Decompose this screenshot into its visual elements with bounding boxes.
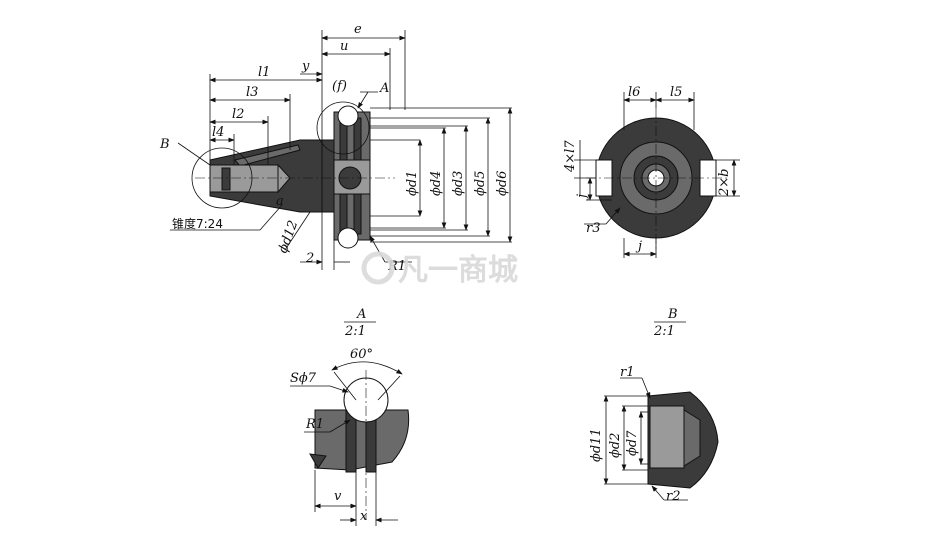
label-l4: l4 bbox=[212, 125, 224, 140]
label-a: a bbox=[276, 194, 284, 209]
watermark-logo bbox=[361, 251, 395, 285]
detail-A-title: A bbox=[356, 307, 366, 322]
label-d1: ϕd1 bbox=[405, 171, 420, 196]
ball-top bbox=[337, 105, 359, 127]
label-r3: r3 bbox=[586, 221, 601, 236]
label-l7: 4×l7 bbox=[563, 140, 578, 173]
dim-arc-60 bbox=[331, 361, 403, 375]
angle-line-left bbox=[333, 371, 357, 401]
label-d12: ϕd12 bbox=[276, 219, 302, 256]
label-y: y bbox=[301, 59, 310, 74]
main-view: e u y l1 l3 l2 l4 (f) A B a 锥度7:24 2 R1 … bbox=[159, 22, 513, 274]
label-e: e bbox=[354, 22, 362, 37]
label-r1: r1 bbox=[620, 365, 635, 380]
label-r2: r2 bbox=[666, 489, 681, 504]
detail-A-circle bbox=[316, 101, 370, 155]
taper-highlight bbox=[234, 144, 301, 167]
leader-S7 bbox=[329, 385, 349, 393]
label-l5: l5 bbox=[670, 85, 682, 100]
label-v: v bbox=[334, 489, 342, 504]
label-B: B bbox=[159, 137, 170, 152]
pull-stud-bore bbox=[209, 164, 279, 193]
detail-A-scale: 2:1 bbox=[344, 324, 366, 339]
label-l1: l1 bbox=[258, 65, 270, 80]
bore-step bbox=[221, 167, 231, 191]
leader-R1 bbox=[369, 235, 386, 263]
leader-r3 bbox=[605, 207, 621, 225]
side-view: l6 l5 4×l7 j 2×b r3 j bbox=[563, 85, 740, 258]
watermark-text: 凡一商城 bbox=[398, 253, 518, 288]
leader-A-arrow bbox=[357, 91, 369, 109]
label-l6: l6 bbox=[628, 85, 640, 100]
leader-r1 bbox=[641, 377, 651, 399]
label-u: u bbox=[340, 39, 348, 54]
detail-A: A 2:1 60° Sϕ7 R1 v x bbox=[290, 307, 410, 526]
leader-d12 bbox=[284, 211, 311, 251]
label-d5: ϕd5 bbox=[473, 171, 488, 196]
detail-B-scale: 2:1 bbox=[653, 324, 675, 339]
leader-r2 bbox=[651, 485, 665, 501]
flange-neck bbox=[321, 139, 335, 213]
label-2: 2 bbox=[305, 251, 314, 266]
label-60deg: 60° bbox=[350, 347, 373, 362]
label-d7: ϕd7 bbox=[625, 430, 640, 456]
detail-A-body bbox=[314, 409, 410, 471]
label-x: x bbox=[360, 509, 368, 524]
label-d4: ϕd4 bbox=[429, 171, 444, 196]
watermark: 凡一商城 bbox=[361, 251, 518, 288]
label-d2: ϕd2 bbox=[608, 433, 623, 458]
label-d11: ϕd11 bbox=[589, 428, 604, 462]
detail-A-tip bbox=[309, 453, 327, 469]
label-b: 2×b bbox=[717, 169, 732, 198]
leader-R1A bbox=[329, 419, 351, 433]
detail-B-title: B bbox=[667, 307, 678, 322]
label-l2: l2 bbox=[232, 107, 244, 122]
detail-B: B 2:1 r1 ϕd11 ϕd2 ϕd7 r2 bbox=[589, 307, 719, 504]
label-j-left: j bbox=[575, 194, 590, 201]
detail-B-circle bbox=[191, 147, 253, 209]
angle-line-right bbox=[377, 375, 401, 401]
ball-bottom bbox=[337, 227, 359, 249]
label-d3: ϕd3 bbox=[451, 171, 466, 196]
detail-B-bore-end bbox=[683, 409, 701, 467]
leader-B bbox=[177, 142, 211, 166]
label-R1-detail: R1 bbox=[305, 417, 324, 432]
leader-taper bbox=[259, 204, 283, 231]
detail-B-bore bbox=[649, 405, 685, 469]
label-j-bottom: j bbox=[635, 239, 642, 254]
label-l3: l3 bbox=[246, 85, 258, 100]
label-d6: ϕd6 bbox=[495, 171, 510, 196]
label-S7: Sϕ7 bbox=[290, 371, 317, 386]
bore-tip bbox=[277, 163, 291, 194]
label-A: A bbox=[379, 81, 389, 96]
label-taper: 锥度7:24 bbox=[172, 216, 223, 231]
label-f: (f) bbox=[332, 79, 347, 94]
